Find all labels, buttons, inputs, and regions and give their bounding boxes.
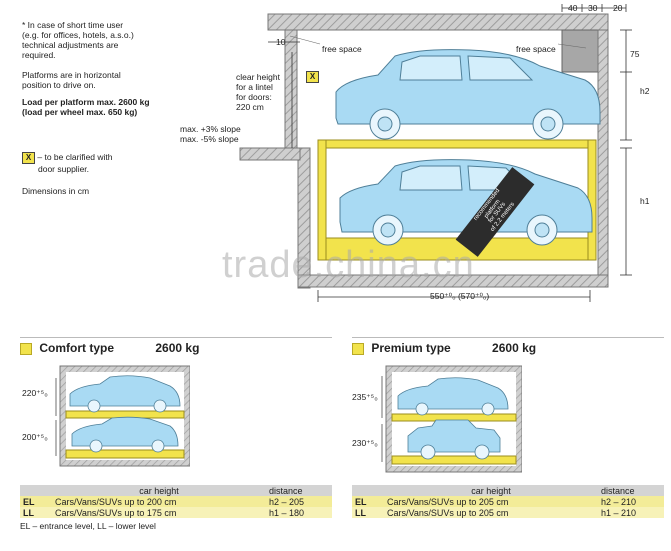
dim-20: 20 <box>613 3 623 13</box>
table-cell: h2 – 205 <box>266 496 332 507</box>
premium-upper-car <box>397 377 509 416</box>
lintel-note: clear height for a lintel for doors: 220… <box>236 72 296 112</box>
dimensions-note: Dimensions in cm <box>22 186 90 196</box>
stamp <box>455 167 535 257</box>
note-line: door supplier. <box>38 164 90 174</box>
note-line: * In case of short time user <box>22 20 124 30</box>
comfort-load: 2600 kg <box>155 341 200 355</box>
table-header: car height <box>52 485 266 496</box>
table-header: distance <box>598 485 664 496</box>
slope-note: max. +3% slope max. -5% slope <box>180 124 241 144</box>
note-line: clear height <box>236 72 280 82</box>
table-cell: EL <box>20 496 52 507</box>
premium-dim-lower: 230⁺⁵₀ <box>352 438 378 448</box>
dim-75: 75 <box>630 49 640 59</box>
table-row: EL Cars/Vans/SUVs up to 205 cm h2 – 210 <box>352 496 664 507</box>
comfort-upper-car <box>69 375 181 413</box>
table-row: LL Cars/Vans/SUVs up to 205 cm h1 – 210 <box>352 507 664 518</box>
upper-car <box>335 49 601 140</box>
table-cell: Cars/Vans/SUVs up to 175 cm <box>52 507 266 518</box>
note-line: – to be clarified with <box>37 152 113 162</box>
note-line: required. <box>22 50 56 60</box>
comfort-title: Comfort type <box>39 341 115 355</box>
note-line: for doors: <box>236 92 272 102</box>
note-line: max. +3% slope <box>180 124 241 134</box>
clarify-marker: X <box>22 152 35 164</box>
comfort-dim-upper: 220⁺⁵₀ <box>22 388 48 398</box>
note-line: for a lintel <box>236 82 273 92</box>
note-line: Load per platform max. 2600 kg <box>22 97 150 107</box>
h1-label: h1 <box>640 196 650 206</box>
lower-car <box>339 159 593 246</box>
right-wall <box>597 29 609 286</box>
table-cell: Cars/Vans/SUVs up to 205 cm <box>384 496 598 507</box>
premium-heading: Premium type 2600 kg <box>352 341 536 355</box>
yellow-square-icon <box>20 342 32 355</box>
note-line: (e.g. for offices, hotels, a.s.o.) <box>22 30 134 40</box>
dim-40: 40 <box>568 3 578 13</box>
note-line: (load per wheel max. 650 kg) <box>22 107 138 117</box>
h2-label: h2 <box>640 86 650 96</box>
table-cell: h2 – 210 <box>598 496 664 507</box>
left-post <box>317 139 327 261</box>
table-header <box>352 485 384 496</box>
clarify-note: X – to be clarified with door supplier. <box>22 152 212 174</box>
comfort-diagram <box>55 365 190 467</box>
table-row: EL Cars/Vans/SUVs up to 200 cm h2 – 205 <box>20 496 332 507</box>
free-space-right: free space <box>516 44 556 54</box>
watermark: trade.china.cn <box>222 244 475 286</box>
right-column <box>561 29 603 73</box>
table-cell: Cars/Vans/SUVs up to 200 cm <box>52 496 266 507</box>
main-section-diagram <box>239 4 632 302</box>
comfort-dim-lower: 200⁺⁵₀ <box>22 432 48 442</box>
table-cell: Cars/Vans/SUVs up to 205 cm <box>384 507 598 518</box>
note-line: 220 cm <box>236 102 264 112</box>
table-header: distance <box>266 485 332 496</box>
short-time-note: * In case of short time user (e.g. for o… <box>22 20 212 60</box>
dim-30: 30 <box>588 3 598 13</box>
premium-title: Premium type <box>371 341 451 355</box>
upper-platform <box>317 139 597 149</box>
comfort-heading: Comfort type 2600 kg <box>20 341 199 355</box>
dim-10: 10 <box>276 37 286 47</box>
yellow-square-icon <box>352 342 364 355</box>
note-line: Platforms are in horizontal <box>22 70 121 80</box>
comfort-table: car height distance EL Cars/Vans/SUVs up… <box>20 485 332 518</box>
level-footnote: EL – entrance level, LL – lower level <box>20 521 156 531</box>
note-line: technical adjustments are <box>22 40 119 50</box>
comfort-lower-car <box>71 416 179 453</box>
pit-floor <box>297 274 609 288</box>
load-note: Load per platform max. 2600 kg (load per… <box>22 97 222 117</box>
width-dimension: 550⁺⁰₀ (570⁺⁰₀) <box>430 291 490 301</box>
table-cell: h1 – 210 <box>598 507 664 518</box>
note-line: max. -5% slope <box>180 134 239 144</box>
entrance-ground <box>239 147 301 161</box>
premium-dim-upper: 235⁺⁵₀ <box>352 392 378 402</box>
table-cell: LL <box>20 507 52 518</box>
table-cell: EL <box>352 496 384 507</box>
pit-left-wall <box>297 147 311 289</box>
lintel-marker: X <box>306 66 319 84</box>
free-space-left: free space <box>322 44 362 54</box>
table-header-row: car height distance <box>20 485 332 496</box>
ceiling-slab <box>267 13 609 31</box>
table-cell: h1 – 180 <box>266 507 332 518</box>
premium-load: 2600 kg <box>492 341 537 355</box>
note-line: position to drive on. <box>22 80 96 90</box>
premium-lower-car <box>407 419 501 460</box>
table-header: car height <box>384 485 598 496</box>
table-cell: LL <box>352 507 384 518</box>
platforms-note: Platforms are in horizontal position to … <box>22 70 212 90</box>
table-row: LL Cars/Vans/SUVs up to 175 cm h1 – 180 <box>20 507 332 518</box>
table-header <box>20 485 52 496</box>
premium-diagram <box>381 365 522 473</box>
table-header-row: car height distance <box>352 485 664 496</box>
premium-table: car height distance EL Cars/Vans/SUVs up… <box>352 485 664 518</box>
